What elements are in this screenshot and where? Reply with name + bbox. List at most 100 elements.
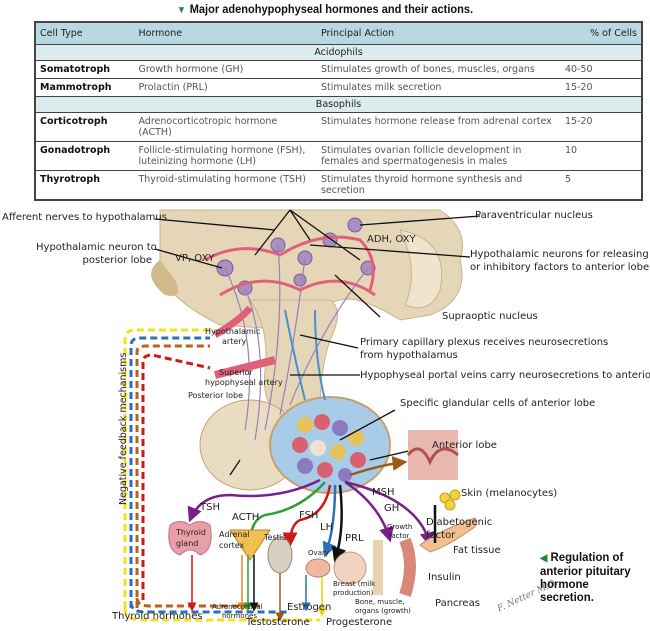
- hormone: Thyroid-stimulating hormone (TSH): [134, 170, 317, 201]
- percent-of-cells: 40-50: [560, 60, 642, 79]
- percent-of-cells: 15-20: [560, 78, 642, 97]
- label-adrenal-2: cortex: [219, 541, 245, 550]
- hormone: Follicle-stimulating hormone (FSH), lute…: [134, 141, 317, 171]
- prl-arrow: [331, 484, 347, 563]
- label-adrenal-1: Adrenal: [219, 530, 250, 539]
- breast: [333, 551, 367, 585]
- table-title: ▼Major adenohypophyseal hormones and the…: [176, 2, 474, 16]
- label-testis: Testis: [264, 533, 287, 542]
- label-thyroid-1: Thyroid: [176, 528, 206, 537]
- label-superior-artery-2: hypophyseal artery: [205, 378, 283, 387]
- table-header-row: Cell Type Hormone Principal Action % of …: [35, 22, 642, 45]
- axons: [224, 244, 369, 441]
- fat-tissue: [439, 489, 461, 511]
- label-gh: GH: [384, 503, 400, 514]
- label-releasing-neurons-1: Hypothalamic neurons for releasing: [470, 249, 649, 260]
- label-adrenocortical-1: Adrenocortical: [212, 603, 263, 611]
- table-row: Mammotroph Prolactin (PRL) Stimulates mi…: [35, 78, 642, 97]
- principal-action: Stimulates thyroid hormone synthesis and…: [316, 170, 561, 201]
- label-growth-factor-2: factor: [389, 532, 410, 540]
- column-header-cell-type: Cell Type: [35, 22, 135, 45]
- adrenal-gland: [229, 529, 271, 561]
- figure-caption: ◀ Regulation of anterior pituitary hormo…: [540, 550, 631, 604]
- pancreas: [419, 517, 478, 553]
- msh-arrow: [349, 456, 408, 477]
- label-breast-2: production): [333, 589, 374, 597]
- fsh-arrow: [282, 484, 332, 548]
- label-bone-muscle-1: Bone, muscle,: [355, 598, 405, 606]
- label-primary-plexus-1: Primary capillary plexus receives neuros…: [360, 337, 609, 348]
- label-adrenocortical-2: hormones: [222, 612, 257, 620]
- label-hypothalamic-artery-1: Hypothalamic: [205, 327, 261, 336]
- anterior-lobe: [269, 396, 391, 494]
- group-row-basophils: Basophils: [35, 96, 642, 113]
- label-tsh: TSH: [200, 502, 220, 513]
- cell-type: Gonadotroph: [35, 141, 135, 171]
- cell-type: Corticotroph: [35, 112, 135, 142]
- column-header-hormone: Hormone: [134, 22, 317, 45]
- label-superior-artery-1: Superior: [219, 368, 253, 377]
- percent-of-cells: 10: [560, 141, 642, 171]
- column-header-principal-action: Principal Action: [316, 22, 561, 45]
- green-triangle-down-icon: ▼: [176, 5, 187, 16]
- tsh-arrow: [187, 478, 321, 523]
- label-anterior-lobe: Anterior lobe: [432, 440, 497, 451]
- group-row-acidophils: Acidophils: [35, 44, 642, 61]
- label-portal-veins: Hypophyseal portal veins carry neurosecr…: [360, 370, 650, 381]
- label-adh-oxy: ADH, OXY: [367, 234, 416, 245]
- thyroid-gland: [168, 521, 212, 556]
- label-lh: LH: [320, 522, 334, 533]
- ovary: [305, 558, 331, 578]
- label-fat-tissue: Fat tissue: [453, 545, 501, 556]
- label-prl: PRL: [345, 533, 364, 544]
- label-msh: MSH: [372, 487, 395, 498]
- principal-action: Stimulates hormone release from adrenal …: [316, 112, 561, 142]
- label-vp-oxy: VP, OXY: [175, 253, 215, 264]
- table-row: Somatotroph Growth hormone (GH) Stimulat…: [35, 60, 642, 79]
- label-acth: ACTH: [232, 512, 260, 523]
- label-hypothalamic-neuron-2: posterior lobe: [82, 255, 152, 266]
- label-negative-feedback: Negative feedback mechanisms: [118, 352, 129, 505]
- cell-type: Thyrotroph: [35, 170, 135, 201]
- principal-action: Stimulates ovarian follicle development …: [316, 141, 561, 171]
- label-growth-factor-1: Growth: [387, 523, 413, 531]
- portal-veins: [284, 309, 326, 401]
- green-triangle-left-icon: ◀: [540, 553, 548, 564]
- label-insulin: Insulin: [428, 572, 461, 583]
- label-fsh: FSH: [299, 510, 319, 521]
- hormone: Growth hormone (GH): [134, 60, 317, 79]
- label-skin: Skin (melanocytes): [461, 488, 558, 499]
- label-ovary: Ovary: [308, 549, 329, 557]
- cell-type: Mammotroph: [35, 78, 135, 97]
- label-afferent-nerves: Afferent nerves to hypothalamus: [2, 212, 167, 223]
- leader-lines: [154, 209, 481, 476]
- table-row: Gonadotroph Follicle-stimulating hormone…: [35, 141, 642, 171]
- label-hypothalamic-neuron-1: Hypothalamic neuron to: [36, 242, 157, 253]
- glandular-cells: [292, 414, 366, 482]
- label-bone-muscle-2: organs (growth): [355, 607, 411, 615]
- negative-feedback-lines: [123, 328, 320, 622]
- percent-of-cells: 15-20: [560, 112, 642, 142]
- label-paraventricular: Paraventricular nucleus: [475, 210, 593, 221]
- superior-hypophyseal-artery: [214, 356, 276, 379]
- hypothalamic-artery: [213, 305, 253, 339]
- cell-type: Somatotroph: [35, 60, 135, 79]
- principal-action: Stimulates milk secretion: [316, 78, 561, 97]
- label-diabetogenic-2: factor: [426, 530, 456, 541]
- column-header-percent: % of Cells: [560, 22, 642, 45]
- hormone: Prolactin (PRL): [134, 78, 317, 97]
- pituitary-illustration: [123, 209, 481, 622]
- label-breast-1: Breast (milk: [333, 580, 376, 588]
- optic-chiasm: [151, 260, 179, 296]
- principal-action: Stimulates growth of bones, muscles, org…: [316, 60, 561, 79]
- gh-arrow-2: [344, 480, 435, 548]
- hypothalamic-neurons: [216, 217, 376, 296]
- lh-arrow: [322, 484, 337, 558]
- label-posterior-lobe: Posterior lobe: [188, 391, 244, 400]
- percent-of-cells: 5: [560, 170, 642, 201]
- label-estrogen: Estrogen: [287, 602, 332, 613]
- label-hypothalamic-artery-2: artery: [222, 337, 247, 346]
- label-glandular-cells: Specific glandular cells of anterior lob…: [400, 398, 596, 409]
- table-row: Corticotroph Adrenocorticotropic hormone…: [35, 112, 642, 142]
- label-supraoptic: Supraoptic nucleus: [442, 311, 538, 322]
